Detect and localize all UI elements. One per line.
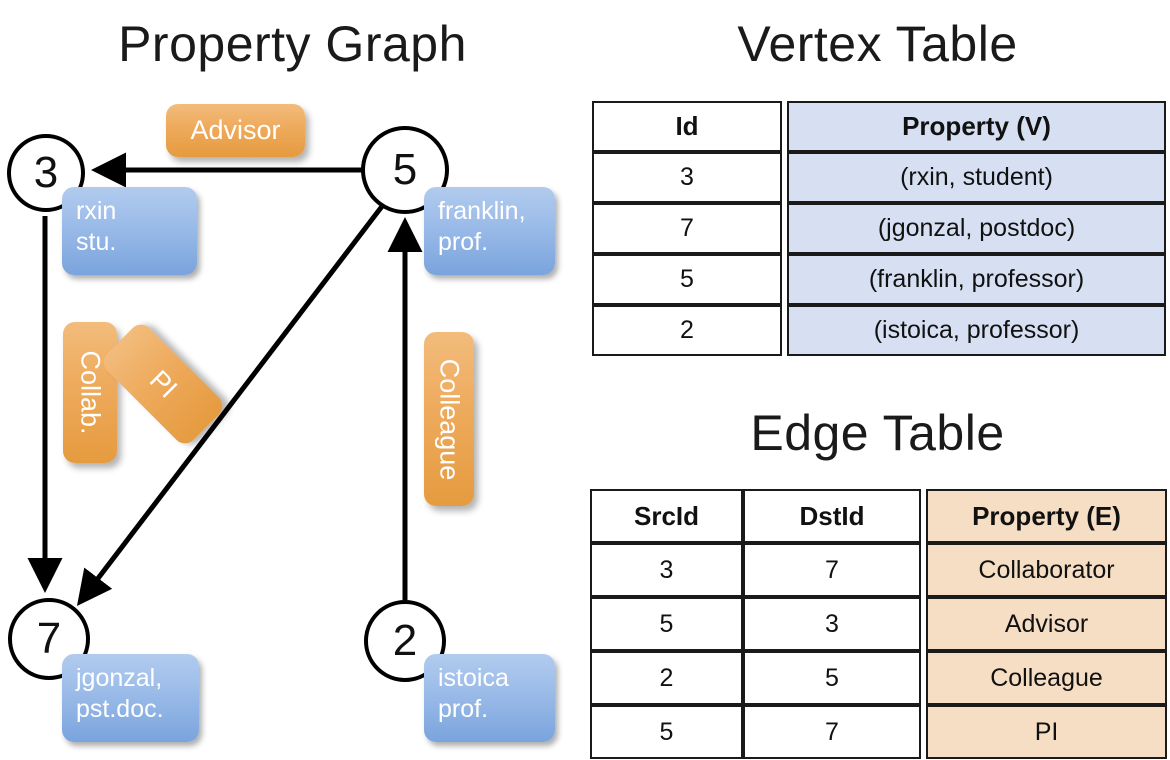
graph-node-7-label: 7 bbox=[36, 614, 62, 663]
edge-label-collab-text: Collab. bbox=[75, 350, 106, 435]
node-property-role-franklin: prof. bbox=[438, 228, 489, 256]
table-row: 7 (jgonzal, postdoc) bbox=[592, 203, 1166, 254]
table-row: 5 7 PI bbox=[590, 705, 1167, 759]
table-row: 5 (franklin, professor) bbox=[592, 254, 1166, 305]
node-property-role-rxin: stu. bbox=[76, 228, 117, 256]
node-property-name-franklin: franklin, bbox=[438, 197, 526, 225]
edge-cell-srcid: 5 bbox=[590, 705, 743, 759]
vertex-table: Id Property (V) 3 (rxin, student) 7 (jgo… bbox=[592, 101, 1166, 356]
edge-cell-property: PI bbox=[926, 705, 1167, 759]
edge-cell-property: Colleague bbox=[926, 651, 1167, 705]
edge-cell-property: Collaborator bbox=[926, 543, 1167, 597]
edge-label-colleague-text: Colleague bbox=[434, 358, 465, 480]
edge-table-header-row: SrcId DstId Property (E) bbox=[590, 489, 1167, 543]
graph-node-2[interactable]: 2 bbox=[364, 600, 446, 682]
node-property-box-rxin: rxin stu. bbox=[62, 187, 197, 275]
edge-label-pi-text: PI bbox=[143, 364, 183, 404]
page-title-vertex-table: Vertex Table bbox=[737, 16, 1018, 72]
edge-5-to-7-pi bbox=[76, 203, 385, 606]
table-row: 2 5 Colleague bbox=[590, 651, 1167, 705]
edge-cell-dstid: 7 bbox=[743, 543, 921, 597]
edge-cell-property: Advisor bbox=[926, 597, 1167, 651]
edge-cell-srcid: 2 bbox=[590, 651, 743, 705]
edge-cell-dstid: 3 bbox=[743, 597, 921, 651]
edge-cell-dstid: 5 bbox=[743, 651, 921, 705]
node-property-role-istoica: prof. bbox=[438, 695, 489, 723]
page-title-property-graph: Property Graph bbox=[118, 16, 467, 72]
edge-label-colleague: Colleague bbox=[424, 332, 474, 506]
vertex-cell-property: (istoica, professor) bbox=[787, 305, 1166, 356]
node-property-box-jgonzal: jgonzal, pst.doc. bbox=[62, 654, 199, 742]
vertex-cell-property: (rxin, student) bbox=[787, 152, 1166, 203]
edge-label-advisor-text: Advisor bbox=[190, 115, 281, 145]
table-row: 3 (rxin, student) bbox=[592, 152, 1166, 203]
edge-table-header-property: Property (E) bbox=[926, 489, 1167, 543]
vertex-cell-property: (franklin, professor) bbox=[787, 254, 1166, 305]
graph-node-5-label: 5 bbox=[392, 145, 418, 194]
edge-table-header-srcid: SrcId bbox=[590, 489, 743, 543]
table-row: 3 7 Collaborator bbox=[590, 543, 1167, 597]
node-property-name-jgonzal: jgonzal, bbox=[76, 664, 163, 692]
graph-node-5[interactable]: 5 bbox=[361, 126, 449, 214]
edge-cell-srcid: 5 bbox=[590, 597, 743, 651]
edge-table: SrcId DstId Property (E) 3 7 Collaborato… bbox=[590, 489, 1167, 759]
graph-node-3-label: 3 bbox=[33, 148, 59, 197]
vertex-cell-id: 5 bbox=[592, 254, 782, 305]
vertex-table-header-id: Id bbox=[592, 101, 782, 152]
edge-label-collab: Collab. bbox=[63, 322, 117, 463]
node-property-box-franklin: franklin, prof. bbox=[424, 187, 555, 275]
vertex-cell-id: 2 bbox=[592, 305, 782, 356]
node-property-name-istoica: istoica bbox=[438, 664, 509, 692]
vertex-table-header-row: Id Property (V) bbox=[592, 101, 1166, 152]
vertex-cell-id: 7 bbox=[592, 203, 782, 254]
table-row: 2 (istoica, professor) bbox=[592, 305, 1166, 356]
edge-label-advisor: Advisor bbox=[166, 104, 305, 157]
vertex-table-header-property: Property (V) bbox=[787, 101, 1166, 152]
table-row: 5 3 Advisor bbox=[590, 597, 1167, 651]
node-property-box-istoica: istoica prof. bbox=[424, 654, 555, 742]
property-graph-diagram: 3 5 7 2 rxin stu. franklin, prof. jgonza… bbox=[7, 104, 555, 742]
page-title-edge-table: Edge Table bbox=[750, 405, 1005, 461]
node-property-name-rxin: rxin bbox=[76, 197, 117, 225]
vertex-cell-id: 3 bbox=[592, 152, 782, 203]
edge-cell-dstid: 7 bbox=[743, 705, 921, 759]
vertex-cell-property: (jgonzal, postdoc) bbox=[787, 203, 1166, 254]
edge-table-header-dstid: DstId bbox=[743, 489, 921, 543]
edge-cell-srcid: 3 bbox=[590, 543, 743, 597]
node-property-role-jgonzal: pst.doc. bbox=[76, 695, 164, 723]
graph-edges-layer bbox=[27, 152, 423, 606]
graph-node-2-label: 2 bbox=[392, 616, 418, 665]
